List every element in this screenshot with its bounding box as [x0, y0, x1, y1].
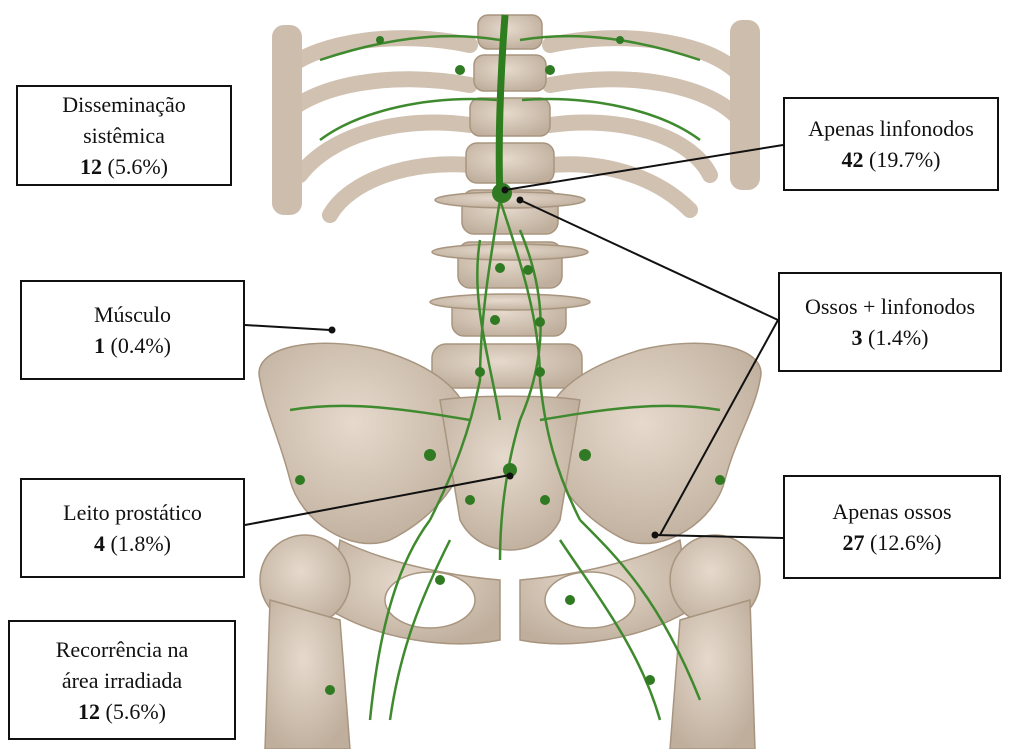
label-apenas-linfonodos: Apenas linfonodos 42 (19.7%)	[783, 97, 999, 191]
process-2	[432, 244, 588, 260]
label-line-1: Apenas ossos	[832, 496, 951, 527]
label-stat: 12 (5.6%)	[80, 151, 168, 182]
leader-musculo	[245, 325, 330, 330]
label-percent: (12.6%)	[870, 530, 941, 555]
label-stat: 4 (1.8%)	[94, 528, 171, 559]
label-percent: (1.8%)	[111, 531, 171, 556]
node-17	[645, 675, 655, 685]
node-5	[475, 367, 485, 377]
label-percent: (1.4%)	[868, 325, 928, 350]
label-count: 12	[78, 699, 100, 724]
label-leito-prostatico: Leito prostático 4 (1.8%)	[20, 478, 245, 578]
node-16	[325, 685, 335, 695]
label-percent: (0.4%)	[111, 333, 171, 358]
node-9	[579, 449, 591, 461]
label-count: 42	[842, 147, 864, 172]
label-stat: 27 (12.6%)	[843, 527, 942, 558]
label-apenas-ossos: Apenas ossos 27 (12.6%)	[783, 475, 1001, 579]
node-14	[295, 475, 305, 485]
label-count: 3	[852, 325, 863, 350]
spine	[430, 15, 590, 388]
vertebra-3	[470, 98, 550, 136]
label-disseminacao-sistemica: Disseminação sistêmica 12 (5.6%)	[16, 85, 232, 186]
label-count: 4	[94, 531, 105, 556]
node-1	[495, 263, 505, 273]
dot-musculo	[329, 327, 336, 334]
node-21	[545, 65, 555, 75]
label-count: 27	[843, 530, 865, 555]
label-line-1: Músculo	[94, 299, 171, 330]
label-line-2: sistêmica	[83, 120, 165, 151]
dot-ossos	[652, 532, 659, 539]
rib-left-4	[330, 164, 470, 215]
label-stat: 3 (1.4%)	[852, 322, 929, 353]
label-count: 12	[80, 154, 102, 179]
node-12	[435, 575, 445, 585]
label-percent: (5.6%)	[106, 699, 166, 724]
node-11	[540, 495, 550, 505]
node-3	[490, 315, 500, 325]
obturator-right	[545, 572, 635, 628]
node-15	[715, 475, 725, 485]
node-18	[376, 36, 384, 44]
label-line-1: Disseminação	[62, 89, 185, 120]
label-stat: 12 (5.6%)	[78, 696, 166, 727]
node-13	[565, 595, 575, 605]
node-10	[465, 495, 475, 505]
node-8	[424, 449, 436, 461]
rib-right-1	[550, 38, 735, 70]
label-stat: 1 (0.4%)	[94, 330, 171, 361]
label-line-2: área irradiada	[62, 665, 182, 696]
label-musculo: Músculo 1 (0.4%)	[20, 280, 245, 380]
node-20	[455, 65, 465, 75]
node-6	[535, 367, 545, 377]
dot-leito	[507, 473, 514, 480]
label-line-1: Recorrência na	[56, 634, 189, 665]
process-3	[430, 294, 590, 310]
node-19	[616, 36, 624, 44]
femur-left	[265, 600, 350, 749]
vertebra-2	[474, 55, 546, 91]
rib-stub-left	[272, 25, 302, 215]
dot-linfonodos	[502, 187, 509, 194]
label-line-1: Apenas linfonodos	[808, 113, 974, 144]
label-ossos-linfonodos: Ossos + linfonodos 3 (1.4%)	[778, 272, 1002, 372]
label-line-1: Leito prostático	[63, 497, 202, 528]
label-line-1: Ossos + linfonodos	[805, 291, 975, 322]
dot-ossos-linf	[517, 197, 524, 204]
vertebra-4	[466, 143, 554, 183]
label-stat: 42 (19.7%)	[842, 144, 941, 175]
vertebra-1	[478, 15, 542, 49]
label-percent: (5.6%)	[108, 154, 168, 179]
rib-stub-right	[730, 20, 760, 190]
vertebra-8	[432, 344, 582, 388]
label-count: 1	[94, 333, 105, 358]
cisterna-node	[492, 183, 512, 203]
node-2	[523, 265, 533, 275]
label-percent: (19.7%)	[869, 147, 940, 172]
node-4	[535, 317, 545, 327]
femur-right	[670, 600, 755, 749]
label-recorrencia-area-irradiada: Recorrência na área irradiada 12 (5.6%)	[8, 620, 236, 740]
